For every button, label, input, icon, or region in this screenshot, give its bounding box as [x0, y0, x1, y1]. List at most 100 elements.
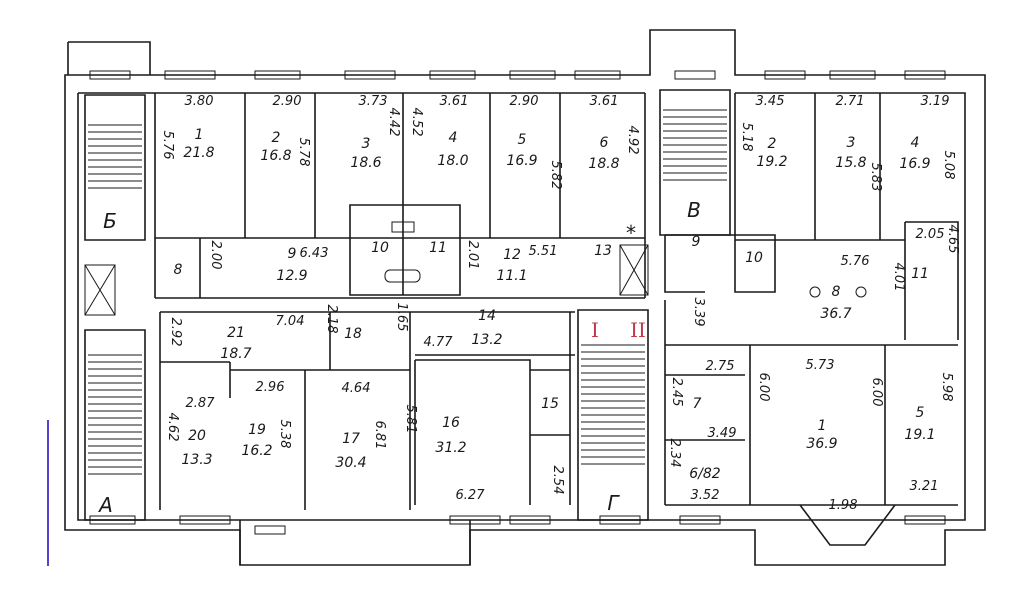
room-area: 36.7: [820, 306, 851, 322]
room-number: 6/82: [689, 466, 721, 482]
room-number: 8: [832, 284, 841, 300]
dimension-label: 3.73: [359, 94, 388, 109]
dimension-label: 2.96: [256, 380, 285, 395]
room-number: 14: [478, 308, 496, 324]
room-number: 9: [692, 234, 701, 250]
room-number: 11: [429, 240, 447, 256]
dimension-label: 3.52: [691, 488, 720, 503]
room-area: 13.3: [181, 452, 212, 468]
dimension-label: 6.00: [869, 378, 884, 407]
room-number: 9: [288, 246, 297, 262]
dimension-label: 2.75: [706, 359, 735, 374]
room-number: 10: [745, 250, 763, 266]
dimension-label: 6.00: [756, 373, 771, 402]
room-number: 19: [248, 422, 266, 438]
dimension-label: 4.52: [409, 108, 424, 137]
dimension-label: 6.81: [372, 421, 387, 450]
dimension-label: 3.19: [921, 94, 950, 109]
dimension-label: 3.45: [756, 94, 785, 109]
dimension-label: 5.76: [160, 131, 175, 160]
room-area: 19.1: [904, 427, 935, 443]
dimension-label: 3.39: [691, 298, 706, 327]
room-area: 18.6: [350, 155, 381, 171]
dimension-label: 3.49: [708, 426, 737, 441]
dimension-label: 1.98: [829, 498, 858, 513]
dimension-label: 5.73: [806, 358, 835, 373]
dimension-label: 5.82: [548, 161, 563, 190]
dimension-label: 5.51: [529, 244, 558, 259]
dimension-label: 2.00: [208, 241, 223, 270]
window: [574, 70, 621, 80]
room-number: 3: [847, 135, 856, 151]
dimension-label: 6.27: [456, 488, 486, 503]
dimension-label: 5.38: [277, 420, 292, 449]
window: [89, 515, 136, 525]
room-number: 3: [362, 136, 371, 152]
room-number: 12: [503, 247, 521, 263]
room-number: 15: [541, 396, 559, 412]
room-number: 2: [768, 136, 777, 152]
dimension-label: 3.61: [590, 94, 619, 109]
room-area: 15.8: [835, 155, 866, 171]
room-number: 8: [174, 262, 183, 278]
room-number: 4: [449, 130, 458, 146]
room-area: 11.1: [496, 268, 527, 284]
dimension-label: 5.81: [403, 405, 418, 434]
window: [599, 515, 641, 525]
room-area: 16.2: [241, 443, 272, 459]
labels: Б А В Г I II * 121.8216.8318.6418.0516.9…: [97, 94, 960, 517]
room-area: 18.7: [220, 346, 251, 362]
window: [674, 70, 716, 80]
room-area: 13.2: [471, 332, 502, 348]
dimension-label: 3.21: [910, 479, 939, 494]
dimension-label: 5.78: [296, 138, 311, 167]
room-area: 21.8: [183, 145, 214, 161]
stair-label-g: Г: [607, 491, 620, 515]
dimension-label: 6.43: [300, 246, 329, 261]
dimension-label: 3.80: [185, 94, 214, 109]
stair-label-a: А: [97, 493, 113, 517]
dimension-label: 2.54: [550, 466, 565, 495]
room-area: 30.4: [335, 455, 366, 471]
windows: [89, 70, 946, 535]
star-marker: *: [626, 221, 636, 245]
room-area: 16.9: [899, 156, 930, 172]
room-number: 1: [818, 418, 827, 434]
window: [164, 70, 216, 80]
room-number: 6: [600, 135, 609, 151]
room-area: 18.0: [437, 153, 468, 169]
dimension-label: 3.61: [440, 94, 469, 109]
room-number: 1: [195, 127, 204, 143]
room-number: 4: [911, 135, 920, 151]
dimension-label: 2.92: [168, 318, 183, 347]
dimension-label: 7.04: [276, 314, 305, 329]
dimension-label: 4.92: [625, 126, 640, 155]
room-area: 12.9: [276, 268, 307, 284]
dimension-label: 2.90: [273, 94, 302, 109]
dimension-label: 1.65: [394, 303, 409, 332]
dimension-label: 2.34: [667, 439, 682, 468]
section-mark-i: I: [591, 318, 599, 342]
room-number: 7: [693, 396, 702, 412]
room-number: 16: [442, 415, 460, 431]
room-area: 16.9: [506, 153, 537, 169]
window: [509, 70, 556, 80]
dimension-label: 4.77: [424, 335, 454, 350]
dimension-label: 2.01: [465, 241, 480, 270]
room-area: 16.8: [260, 148, 291, 164]
room-number: 5: [518, 132, 527, 148]
room-number: 11: [911, 266, 929, 282]
window: [429, 70, 476, 80]
window: [254, 70, 301, 80]
room-number: 13: [594, 243, 612, 259]
dimension-label: 5.18: [739, 123, 754, 152]
dimension-label: 4.62: [165, 413, 180, 442]
dimension-label: 4.42: [386, 108, 401, 137]
walls: [64, 29, 986, 566]
room-number: 10: [371, 240, 389, 256]
dimension-label: 2.45: [669, 378, 684, 407]
window: [764, 70, 806, 80]
dimension-label: 5.76: [841, 254, 870, 269]
window: [449, 515, 501, 525]
